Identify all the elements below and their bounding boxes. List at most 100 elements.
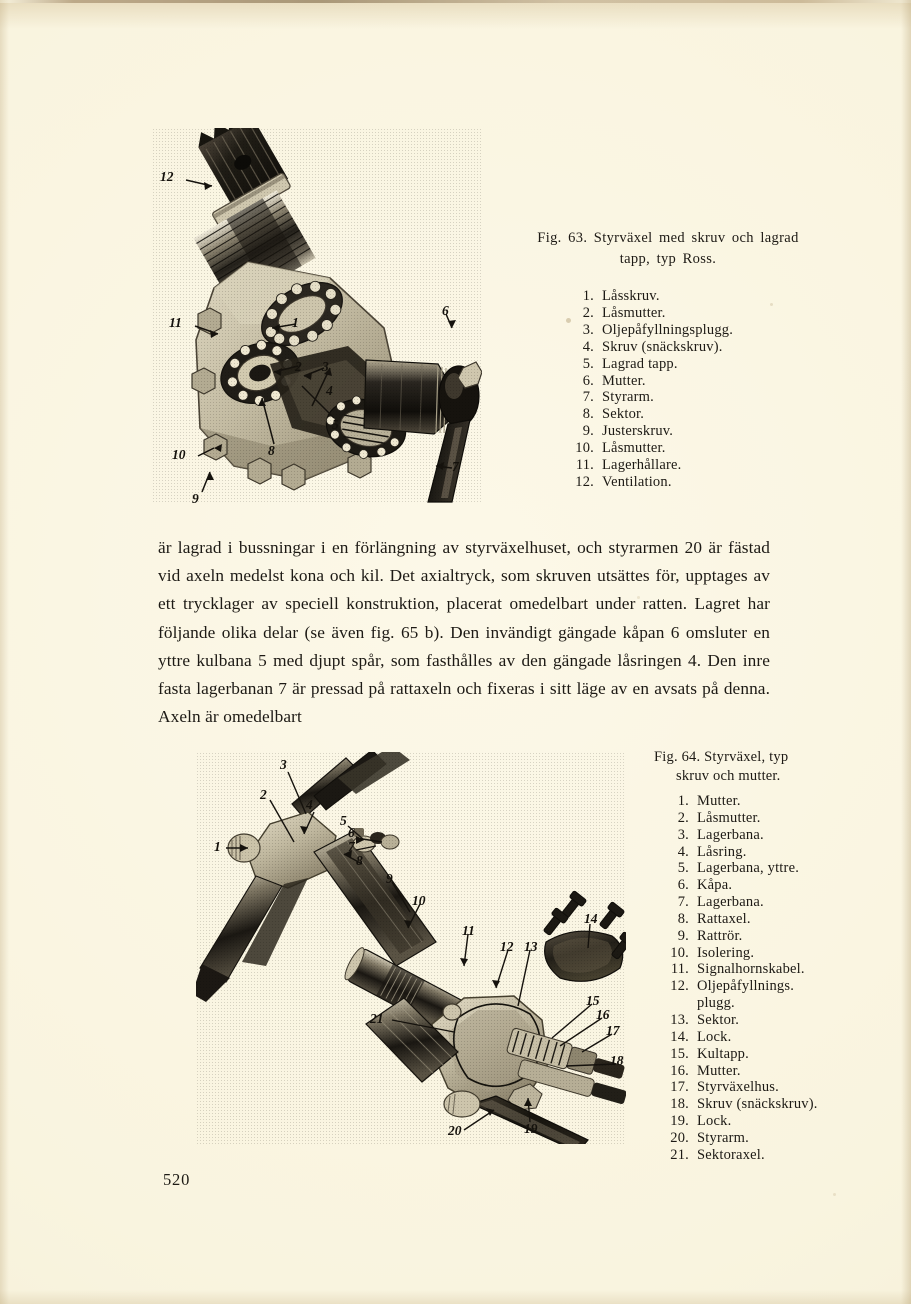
figure-64-callout-4: 4 [306,797,313,812]
list-item-number: 15. [670,1045,689,1062]
figure-64-caption-line-2: skruv och mutter. [676,767,781,784]
list-item: 7. Lagerbana. [655,894,905,911]
list-item-number: 11. [670,961,689,978]
figure-63-callout-9: 9 [192,491,199,506]
figure-64-callout-10: 10 [412,893,426,908]
list-item: 12. Oljepåfyllnings. [655,978,905,995]
figure-63-caption: Fig. 63. Styrväxel med skruv och lagrad … [498,228,838,270]
list-item: 10.Isolering. [655,945,905,962]
list-item: 12.Ventilation. [560,474,860,491]
list-item-label-continued: plugg. [697,995,735,1012]
list-item-number: 17. [670,1079,689,1096]
list-item-label: Kåpa. [697,877,733,894]
list-item: 4. Skruv (snäckskruv). [560,339,860,356]
list-item: 5.Lagrad tapp. [560,356,860,373]
list-item: 16.Mutter. [655,1063,905,1080]
figure-64-illustration: 1 2 3 4 5 6 7 8 9 10 11 12 13 14 15 16 1… [196,752,626,1144]
list-item-number: 12. [575,473,594,490]
figure-63-callout-8: 8 [268,443,275,458]
figure-64-callout-2: 2 [260,787,267,802]
list-item: 5. Lagerbana, yttre. [655,860,905,877]
list-item-label: Lagerbana. [697,894,764,911]
figure-63-callout-3: 3 [322,359,329,374]
list-item-label: Lagerbana. [697,826,764,843]
list-item-number: 4. [582,338,594,355]
list-item: 2.Låsmutter. [560,305,860,322]
figure-63-callout-6: 6 [442,303,449,318]
list-item-number: 2. [582,304,594,321]
list-item-label: Sektoraxel. [697,1146,765,1163]
figure-64-callout-5: 5 [340,813,347,828]
list-item-number: 14. [670,1028,689,1045]
list-item: 3.Oljepåfyllningsplugg. [560,322,860,339]
paper-speck [637,596,640,599]
list-item-label: Låsmutter. [602,440,666,457]
figure-64-callout-14: 14 [584,911,598,926]
figure-63-callout-1: 1 [292,315,299,330]
figure-64-callout-13: 13 [524,939,538,954]
list-item-number: 12. [670,978,689,995]
figure-64-callout-12: 12 [500,939,514,954]
list-item-number: 2. [677,809,689,826]
figure-64-callout-7: 7 [348,839,355,854]
figure-63-caption-line-1: Fig. 63. Styrväxel med skruv och lagrad [537,230,799,246]
list-item-label: Låsskruv. [602,288,660,304]
list-item: 11. Signalhornskabel. [655,961,905,978]
figure-64-callout-1: 1 [214,839,221,854]
figure-64-callout-20: 20 [448,1123,462,1138]
list-item: 8.Sektor. [560,406,860,423]
figure-63-illustration: 12 11 1 2 3 4 5 6 7 8 9 10 [152,128,482,506]
figure-64-callout-18: 18 [610,1053,624,1068]
scan-left-edge-artifact [0,0,9,1304]
figure-64-legend-items: 1.Mutter. 2.Låsmutter. 3.Lagerbana. 4.Lå… [655,793,905,1164]
list-item-number: 5. [677,860,689,877]
figure-64-legend-list: 1.Mutter. 2.Låsmutter. 3.Lagerbana. 4.Lå… [655,793,905,1164]
scan-top-edge-artifact [0,0,911,3]
list-item: 1.Mutter. [655,793,905,810]
figure-64-callout-19: 19 [524,1121,538,1136]
list-item: 1.Låsskruv. [560,288,860,305]
list-item-number: 8. [582,406,594,423]
paper-speck [566,318,571,323]
list-item-label: Skruv (snäckskruv). [602,338,723,355]
list-item-number: 7. [677,894,689,911]
list-item-number: 19. [670,1113,689,1130]
paper-speck [770,303,773,306]
list-item-label: Lock. [697,1113,732,1130]
list-item-label: Rattrör. [697,927,743,944]
list-item: 19. Lock. [655,1113,905,1130]
list-item-number: 6. [677,877,689,894]
figure-63-legend-items: 1.Låsskruv. 2.Låsmutter. 3.Oljepåfyllnin… [560,288,860,491]
body-paragraph: är lagrad i bussningar i en förlängning … [158,538,770,727]
figure-63-callout-2: 2 [295,359,302,374]
figure-64-caption: Fig. 64. Styrväxel, typ skruv och mutter… [650,748,890,785]
figure-63-callout-7: 7 [452,459,459,474]
list-item: 6.Mutter. [560,373,860,390]
list-item: 8.Rattaxel. [655,911,905,928]
list-item-label: Lock. [697,1028,732,1045]
figure-64-callout-21: 21 [370,1011,384,1026]
figure-63-callout-10: 10 [172,447,186,462]
list-item-number: 10. [575,440,594,457]
list-item-label: Signalhornskabel. [697,961,805,978]
list-item-label: Oljepåfyllnings. [697,978,795,995]
body-paragraph-block: är lagrad i bussningar i en förlängning … [158,534,770,731]
list-item: 15.Kultapp. [655,1046,905,1063]
list-item: 9.Justerskruv. [560,423,860,440]
list-item: 3.Lagerbana. [655,827,905,844]
figure-64-caption-line-1: Fig. 64. Styrväxel, typ [654,749,789,765]
list-item-label: Skruv (snäckskruv). [697,1096,818,1113]
list-item-number: 1. [677,793,689,809]
list-item-label: Styrväxelhus. [697,1079,779,1096]
list-item-label: Styrarm. [697,1129,749,1146]
list-item: 9.Rattrör. [655,928,905,945]
list-item-label: Låsring. [697,843,747,860]
list-item-label: Rattaxel. [697,910,751,927]
list-item-label: Isolering. [697,944,755,961]
list-item-label: Sektor. [697,1011,740,1028]
list-item: 11.Lagerhållare. [560,457,860,474]
list-item: 21.Sektoraxel. [655,1147,905,1164]
list-item-number: 5. [582,355,594,372]
list-item-label: Lagerbana, yttre. [697,860,800,877]
